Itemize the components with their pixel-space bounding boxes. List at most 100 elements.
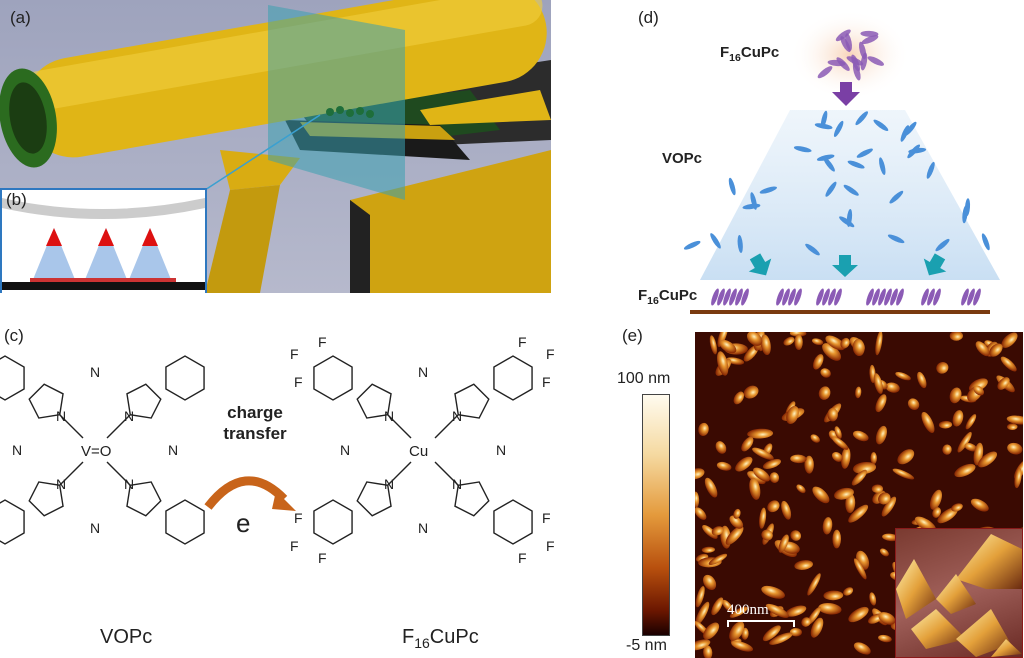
f16cupc-film-molecule [933,288,941,306]
afm-grain [702,525,718,539]
f16cupc-name: F16CuPc [402,626,479,651]
afm-grain [735,456,753,472]
afm-grain [957,431,972,453]
afm-grain [801,617,811,627]
atom-n-bridge: N [90,364,100,380]
atom-n: N [124,476,134,492]
f16cupc-molecule [861,35,879,45]
bottom-label-f: F [638,287,648,304]
top-label-rest: CuPc [740,44,780,61]
afm-grain [789,332,807,337]
scale-bar-label: 400nm [727,602,769,618]
vopc-molecule [843,184,859,196]
afm-grain [853,462,877,474]
afm-grain [703,645,713,658]
afm-grain [753,467,771,482]
bottom-label-sub: 16 [647,295,659,307]
charge-transfer-line2: transfer [223,424,287,443]
afm-grain [812,486,830,504]
f16cupc-film-molecule [866,288,874,306]
f16cupc-film-molecule [884,288,892,306]
afm-grain [878,492,891,505]
panel-d-label: (d) [638,8,659,27]
afm-grain [785,605,807,617]
afm-grain [951,503,963,512]
f16cupc-film-molecule [816,288,824,306]
afm-grain [907,398,920,410]
f16cupc-molecule [860,30,879,37]
afm-grain [722,599,734,612]
vopc-molecule [710,233,721,249]
metal-center: V=O [81,443,111,460]
afm-grain [752,447,774,460]
afm-grain [882,533,899,542]
f16cupc-film-molecule [788,288,796,306]
atom-n: N [56,476,66,492]
f16cupc-film-molecule [834,288,842,306]
afm-grain [743,385,759,399]
scale-bar: 400nm [727,602,795,627]
atom-f: F [290,346,299,362]
afm-grain [834,487,854,500]
afm-grain [851,469,867,486]
afm-grain [921,411,935,433]
afm-grain [870,452,877,465]
atom-f: F [542,510,551,526]
afm-grain [848,606,869,623]
afm-grain [786,405,799,425]
afm-grain [695,601,710,625]
bottom-f16cupc-label: F16CuPc [638,287,697,307]
afm-grain [825,335,846,351]
afm-grain [761,585,785,599]
vopc-name: VOPc [100,626,153,648]
afm-grain [698,422,709,437]
afm-grain [845,493,856,514]
atom-n-bridge: N [418,520,428,536]
vopc-molecule [846,209,853,227]
afm-grain [813,354,824,370]
vopc-label: VOPc [662,150,703,167]
panel-e-label: (e) [622,326,643,345]
atom-n-bridge: N [496,442,506,458]
afm-grain [970,498,989,512]
afm-grain [878,612,896,625]
afm-grain [818,386,831,400]
atom-f: F [546,538,555,554]
atom-f: F [290,538,299,554]
afm-grain [695,639,711,651]
afm-grain [965,414,977,430]
afm-grain [747,428,774,439]
vopc-molecule [833,120,844,137]
afm-grain [725,525,744,545]
electron-label: e [236,508,251,538]
afm-grain [749,477,761,500]
afm-grain [820,368,831,378]
afm-grain [852,338,865,357]
f16cupc-film-molecule [967,288,975,306]
afm-grain [875,394,887,413]
atom-n-bridge: N [418,364,428,380]
afm-grain [937,507,958,524]
afm-grain [949,332,963,341]
afm-grain [822,343,842,361]
afm-grain [1006,415,1023,425]
afm-grain [973,385,985,396]
vopc-molecule [907,144,921,159]
bottom-label-rest: CuPc [658,287,698,304]
vopc-molecule [962,205,968,224]
atom-n-bridge: N [90,520,100,536]
f16cupc-film-molecule [927,288,935,306]
panel-a-label: (a) [10,8,31,27]
afm-grain [831,436,849,450]
afm-grain [746,332,763,346]
afm-grain [989,343,1003,357]
f16cupc-molecule [817,66,833,79]
afm-grain [917,371,927,389]
afm-grain [747,471,766,485]
afm-3d-inset [895,528,1023,658]
afm-grain [1000,356,1017,372]
afm-grain [822,517,833,535]
afm-grain [796,484,806,494]
afm-grain [704,477,718,498]
afm-grain [811,338,824,346]
